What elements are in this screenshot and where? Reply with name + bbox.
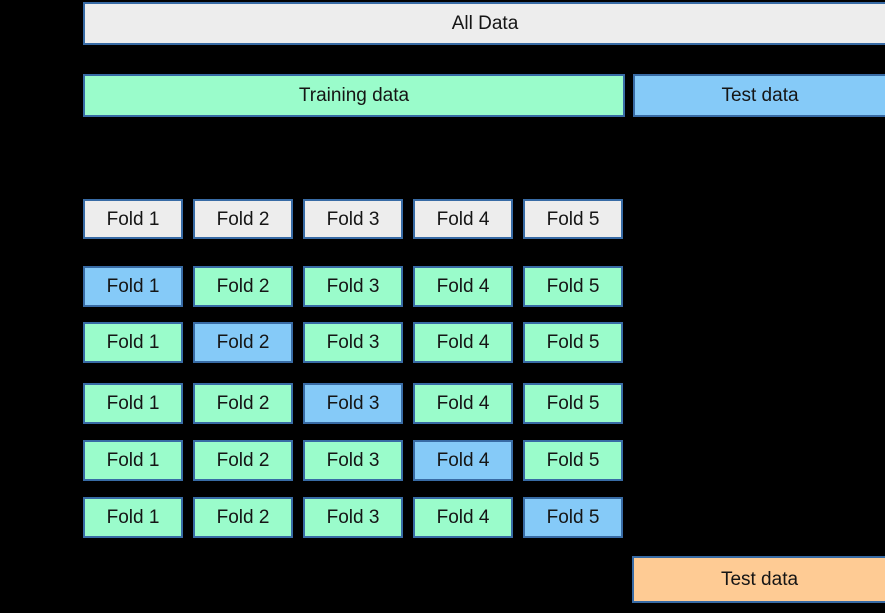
fold-cell: Fold 3: [303, 497, 403, 538]
fold-header-cell: Fold 2: [193, 199, 293, 239]
fold-cell: Fold 5: [523, 497, 623, 538]
fold-cell: Fold 2: [193, 266, 293, 307]
fold-cell: Fold 5: [523, 383, 623, 424]
training-data-bar: Training data: [83, 74, 625, 117]
fold-cell: Fold 4: [413, 440, 513, 481]
fold-cell: Fold 2: [193, 383, 293, 424]
fold-cell: Fold 5: [523, 322, 623, 363]
folds-header-row: Fold 1 Fold 2 Fold 3 Fold 4 Fold 5: [83, 199, 623, 239]
fold-cell: Fold 1: [83, 440, 183, 481]
fold-cell: Fold 2: [193, 440, 293, 481]
split-row-4: Fold 1 Fold 2 Fold 3 Fold 4 Fold 5: [83, 440, 623, 481]
fold-header-cell: Fold 1: [83, 199, 183, 239]
fold-header-cell: Fold 4: [413, 199, 513, 239]
fold-cell: Fold 4: [413, 383, 513, 424]
test-data-bar: Test data: [633, 74, 885, 117]
fold-cell: Fold 3: [303, 440, 403, 481]
fold-cell: Fold 3: [303, 383, 403, 424]
fold-cell: Fold 2: [193, 497, 293, 538]
fold-cell: Fold 4: [413, 322, 513, 363]
all-data-bar: All Data: [83, 2, 885, 45]
split-row-3: Fold 1 Fold 2 Fold 3 Fold 4 Fold 5: [83, 383, 623, 424]
fold-cell: Fold 4: [413, 266, 513, 307]
fold-cell: Fold 3: [303, 266, 403, 307]
split-row-5: Fold 1 Fold 2 Fold 3 Fold 4 Fold 5: [83, 497, 623, 538]
fold-cell: Fold 1: [83, 322, 183, 363]
fold-cell: Fold 1: [83, 497, 183, 538]
split-row-2: Fold 1 Fold 2 Fold 3 Fold 4 Fold 5: [83, 322, 623, 363]
fold-cell: Fold 3: [303, 322, 403, 363]
fold-cell: Fold 1: [83, 266, 183, 307]
fold-header-cell: Fold 3: [303, 199, 403, 239]
fold-cell: Fold 5: [523, 440, 623, 481]
split-row-1: Fold 1 Fold 2 Fold 3 Fold 4 Fold 5: [83, 266, 623, 307]
fold-cell: Fold 5: [523, 266, 623, 307]
fold-cell: Fold 4: [413, 497, 513, 538]
holdout-test-data-bar: Test data: [632, 556, 885, 603]
fold-cell: Fold 1: [83, 383, 183, 424]
fold-cell: Fold 2: [193, 322, 293, 363]
fold-header-cell: Fold 5: [523, 199, 623, 239]
